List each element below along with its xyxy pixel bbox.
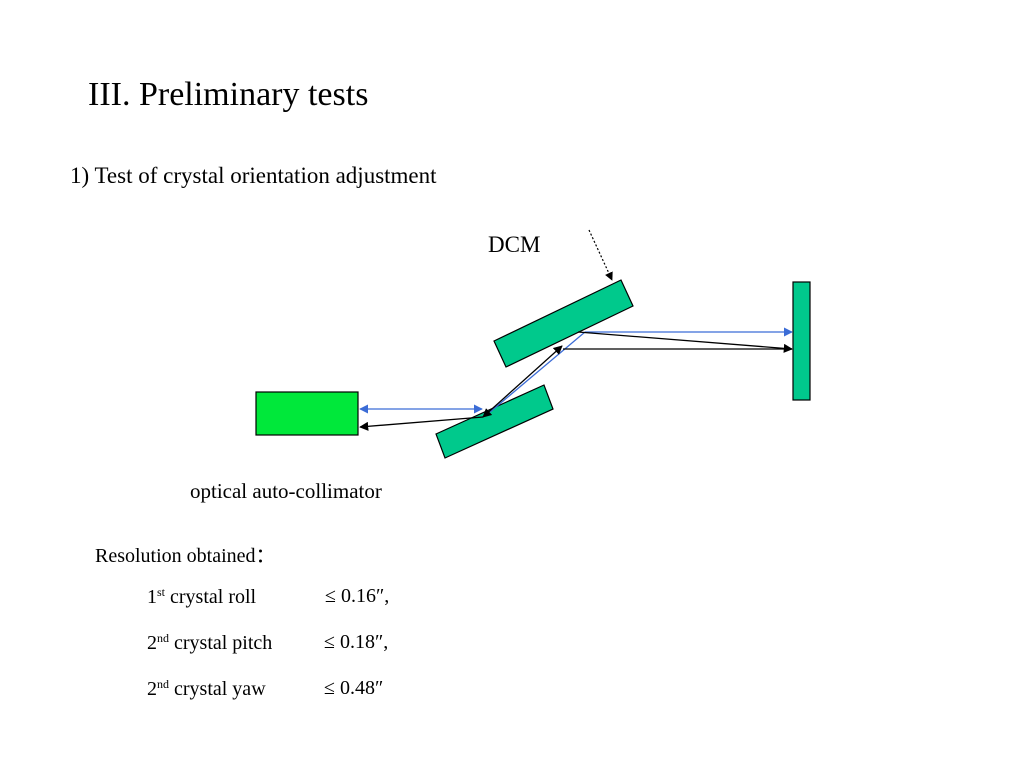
auto-collimator — [255, 391, 359, 436]
dcm-pointer — [588, 229, 613, 281]
black-beam-upper-segment — [577, 331, 793, 353]
collimator-label: optical auto-collimator — [190, 479, 382, 503]
result-quantity: 2nd crystal yaw — [147, 677, 266, 700]
dcm-crystal-upper — [493, 279, 634, 368]
black-beam-crystal-segment — [482, 345, 563, 418]
slide-subtitle: 1) Test of crystal orientation adjustmen… — [70, 163, 437, 188]
result-value: ≤ 0.48″ — [324, 677, 384, 699]
result-value: ≤ 0.18″, — [324, 631, 389, 653]
dcm-crystal-lower — [435, 384, 554, 459]
reference-mirror — [792, 281, 811, 401]
result-value: ≤ 0.16″, — [325, 585, 390, 607]
resolution-heading: Resolution obtained： — [95, 545, 276, 567]
black-beam-collimator-segment — [359, 416, 484, 431]
dcm-label: DCM — [488, 232, 541, 257]
result-quantity: 2nd crystal pitch — [147, 631, 273, 654]
result-quantity: 1st crystal roll — [147, 585, 257, 608]
slide-title: III. Preliminary tests — [88, 76, 369, 113]
